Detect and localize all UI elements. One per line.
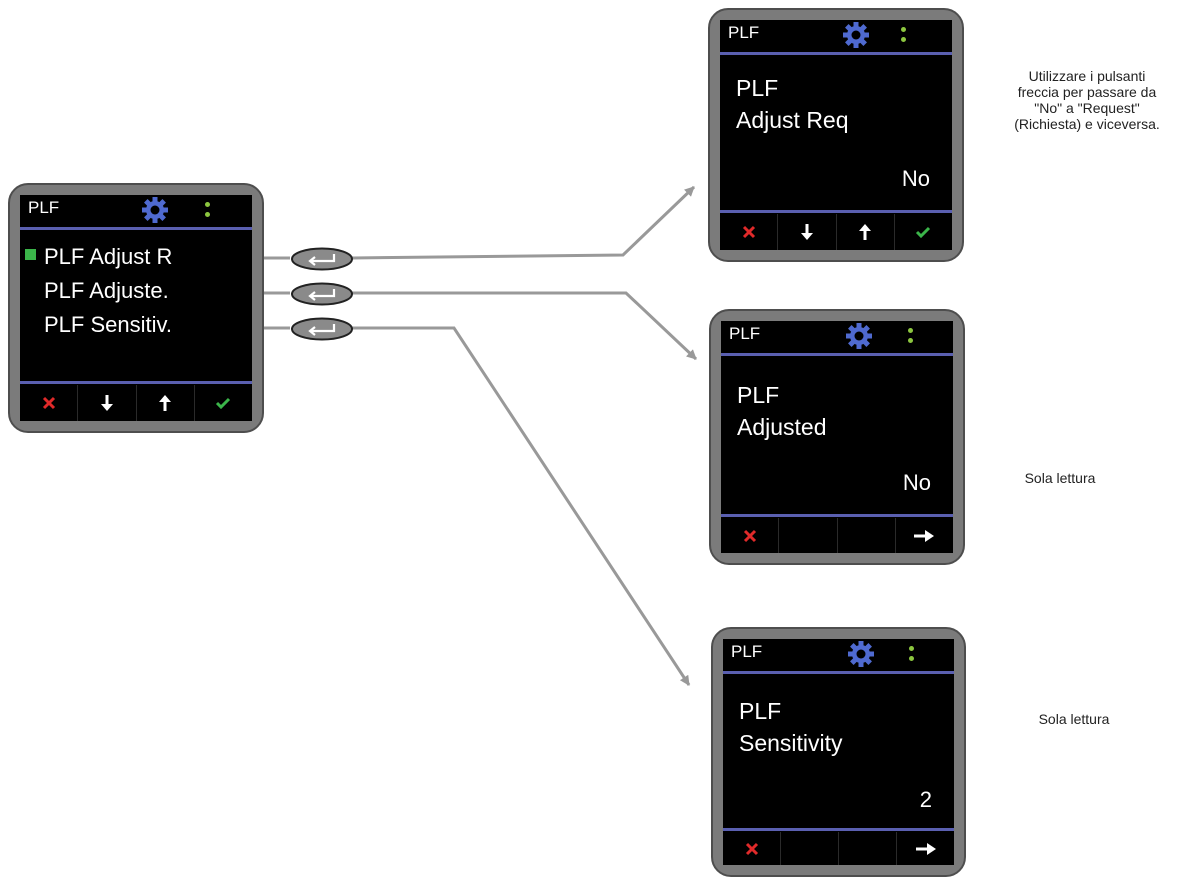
screen-title: PLF (28, 198, 60, 217)
param-name-line2: Sensitivity (739, 730, 843, 756)
footer-divider (20, 381, 252, 384)
header-divider (721, 353, 953, 356)
screen-header: PLF (20, 195, 252, 225)
header-divider (723, 671, 954, 674)
footer-divider (721, 514, 953, 517)
status-dots-icon (901, 25, 907, 45)
confirm-button[interactable] (895, 214, 952, 250)
screen-footer (720, 214, 952, 250)
screen-title: PLF (729, 324, 761, 343)
screen-footer (20, 385, 252, 421)
check-icon (216, 397, 231, 409)
adjust-req-screen: PLF PLF Adjust Req No (720, 20, 952, 250)
menu-item-plf-adjusted[interactable]: PLF Adjuste. (44, 278, 169, 303)
enter-button-1[interactable] (290, 247, 354, 271)
empty-softkey-2[interactable] (838, 518, 896, 553)
screen-footer (723, 832, 954, 865)
screen-header: PLF (720, 20, 952, 50)
up-button[interactable] (837, 214, 895, 250)
cancel-button[interactable] (721, 518, 780, 553)
status-dots-icon (908, 326, 914, 346)
connector-sensitivity-arrow (352, 326, 691, 686)
gear-icon (843, 22, 869, 48)
param-value: No (902, 470, 931, 495)
empty-softkey-2[interactable] (839, 832, 897, 865)
close-icon (42, 396, 55, 410)
note-line: Sola lettura (1024, 470, 1096, 486)
arrow-up-icon (859, 224, 872, 240)
arrow-right-icon (914, 529, 935, 542)
device-adjust-req: PLF PLF Adjust Req No (708, 8, 964, 262)
param-name-line1: PLF (739, 698, 782, 724)
header-divider (20, 227, 252, 230)
screen-title: PLF (728, 23, 760, 42)
empty-softkey-1[interactable] (781, 832, 839, 865)
enter-button-2[interactable] (290, 282, 354, 306)
param-value: No (901, 166, 930, 191)
up-button[interactable] (137, 385, 195, 421)
note-sensitivity: Sola lettura (1014, 711, 1134, 727)
connector-adjusted-arrow (352, 291, 698, 361)
footer-divider (720, 210, 952, 213)
param-name-line2: Adjust Req (736, 107, 849, 133)
close-icon (743, 529, 756, 542)
selection-marker (25, 249, 36, 260)
down-button[interactable] (78, 385, 137, 421)
param-name-line2: Adjusted (737, 414, 827, 440)
param-value: 2 (919, 787, 932, 812)
device-sensitivity: PLF PLF Sensitivity 2 (711, 627, 966, 877)
note-adjusted: Sola lettura (1000, 470, 1120, 486)
gear-icon (846, 323, 872, 349)
check-icon (916, 226, 931, 238)
adjusted-screen: PLF PLF Adjusted No (721, 321, 953, 553)
note-adjust-req: Utilizzare i pulsanti freccia per passar… (982, 68, 1192, 132)
close-icon (742, 225, 755, 239)
menu-item-plf-adjust-req[interactable]: PLF Adjust R (44, 244, 173, 269)
footer-divider (723, 828, 954, 831)
connector-adjust-req-arrow (351, 185, 696, 260)
cancel-button[interactable] (720, 214, 779, 250)
screen-footer (721, 518, 953, 553)
empty-softkey-1[interactable] (779, 518, 838, 553)
status-dots-icon (909, 644, 915, 664)
note-line: Utilizzare i pulsanti (1028, 68, 1146, 84)
enter-button-3[interactable] (290, 317, 354, 341)
gear-icon (142, 197, 168, 223)
note-line: Sola lettura (1038, 711, 1110, 727)
gear-icon (848, 641, 874, 667)
next-button[interactable] (896, 518, 953, 553)
header-divider (720, 52, 952, 55)
sensitivity-screen: PLF PLF Sensitivity 2 (723, 639, 954, 865)
menu-item-plf-sensitivity[interactable]: PLF Sensitiv. (44, 312, 172, 337)
screen-title: PLF (731, 642, 763, 661)
main-device: PLF PLF Adjust R PLF Adjuste. PLF Sensit… (8, 183, 264, 433)
down-button[interactable] (778, 214, 837, 250)
arrow-right-icon (915, 842, 936, 855)
param-name-line1: PLF (736, 75, 779, 101)
close-icon (745, 842, 758, 855)
next-button[interactable] (897, 832, 954, 865)
arrow-up-icon (159, 395, 172, 411)
note-line: "No" a "Request" (1034, 100, 1140, 116)
screen-header: PLF (721, 321, 953, 351)
confirm-button[interactable] (195, 385, 252, 421)
note-line: (Richiesta) e viceversa. (1014, 116, 1160, 132)
arrow-down-icon (800, 224, 813, 240)
main-screen: PLF PLF Adjust R PLF Adjuste. PLF Sensit… (20, 195, 252, 421)
cancel-button[interactable] (20, 385, 79, 421)
note-line: freccia per passare da (1017, 84, 1157, 100)
arrow-down-icon (100, 395, 113, 411)
screen-header: PLF (723, 639, 954, 669)
param-name-line1: PLF (737, 382, 780, 408)
status-dots-icon (205, 200, 211, 220)
device-adjusted: PLF PLF Adjusted No (709, 309, 965, 565)
cancel-button[interactable] (723, 832, 781, 865)
